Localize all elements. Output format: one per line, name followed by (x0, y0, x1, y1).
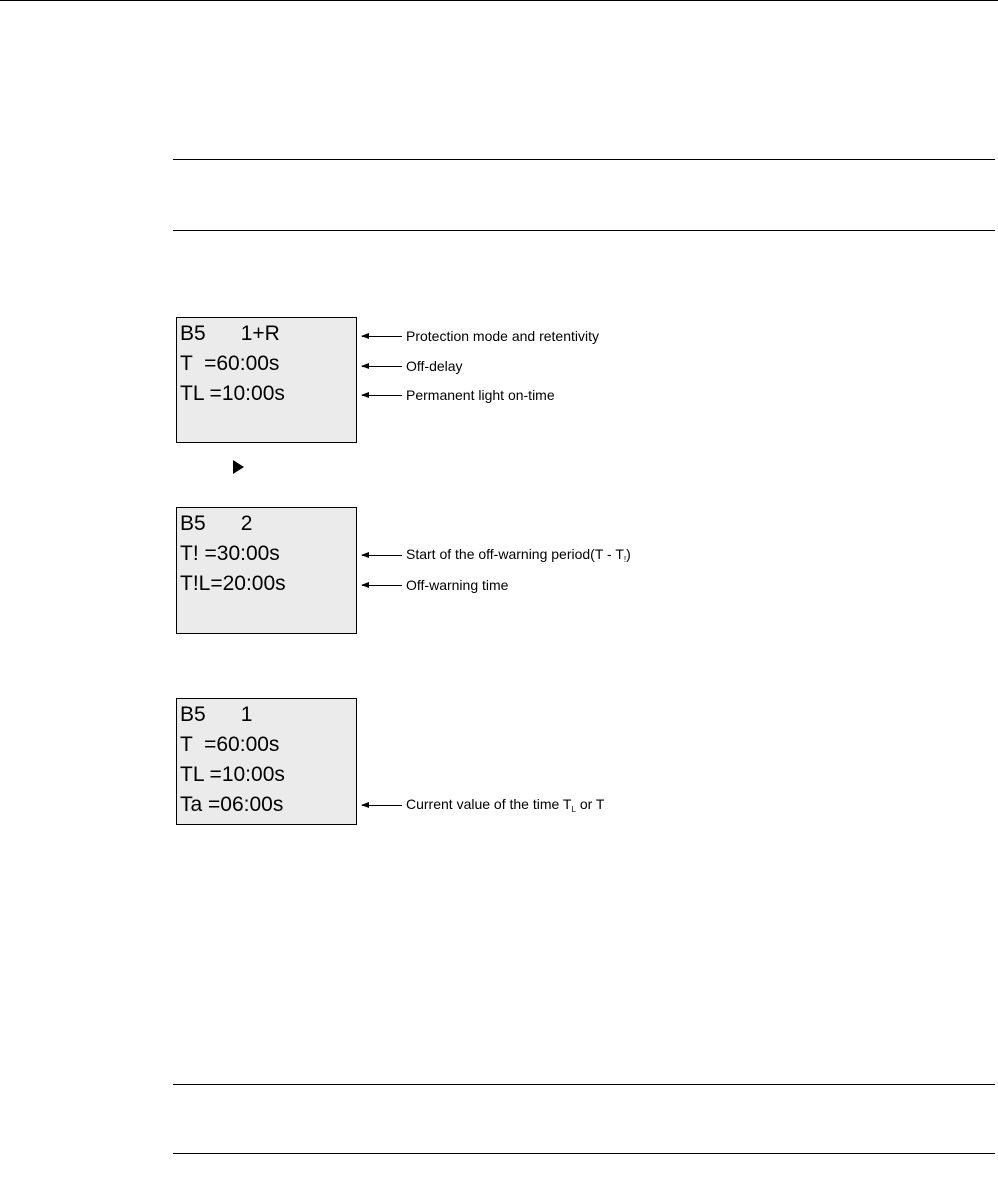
lcd-row: T =60:00s (180, 733, 280, 756)
arrow-left-icon (361, 332, 402, 339)
lcd-row: Ta =06:00s (180, 793, 284, 816)
annotation-protection: Protection mode and retentivity (361, 328, 599, 344)
lcd-row: TL =10:00s (180, 763, 285, 786)
rule-3 (173, 1084, 995, 1085)
annotation-off-warning-start: Start of the off-warning period(T - T!) (361, 546, 631, 564)
arrow-left-icon (361, 391, 402, 398)
annotation-text: Off-warning time (406, 577, 509, 593)
rule-1 (173, 159, 995, 160)
top-page-rule (0, 0, 998, 1)
play-right-icon (233, 460, 244, 474)
lcd-row: T =60:00s (180, 352, 280, 375)
annotation-text: Start of the off-warning period(T - T!) (406, 546, 631, 564)
arrow-left-icon (361, 551, 402, 558)
lcd-row: T! =30:00s (180, 542, 280, 565)
rule-4 (173, 1153, 995, 1154)
annotation-permanent-light: Permanent light on-time (361, 387, 555, 403)
annotation-off-delay: Off-delay (361, 358, 463, 374)
lcd-row: TL =10:00s (180, 382, 285, 405)
annotation-text: Permanent light on-time (406, 387, 555, 403)
arrow-left-icon (361, 362, 402, 369)
annotation-off-warning-time: Off-warning time (361, 577, 509, 593)
lcd-row: B5 1+R (180, 322, 280, 345)
annotation-current-value: Current value of the time TL or T (361, 796, 605, 814)
annotation-text: Protection mode and retentivity (406, 328, 599, 344)
annotation-text: Current value of the time TL or T (406, 796, 605, 814)
lcd-display-params-2: B5 2 T! =30:00s T!L=20:00s (176, 507, 357, 634)
annotation-text: Off-delay (406, 358, 463, 374)
rule-2 (173, 230, 995, 231)
arrow-left-icon (361, 801, 402, 808)
lcd-display-current-values: B5 1 T =60:00s TL =10:00s Ta =06:00s (176, 698, 357, 825)
lcd-row: B5 1 (180, 703, 253, 726)
arrow-left-icon (361, 581, 402, 588)
lcd-display-params-1: B5 1+R T =60:00s TL =10:00s (176, 317, 357, 443)
lcd-row: B5 2 (180, 512, 253, 535)
lcd-row: T!L=20:00s (180, 572, 286, 595)
